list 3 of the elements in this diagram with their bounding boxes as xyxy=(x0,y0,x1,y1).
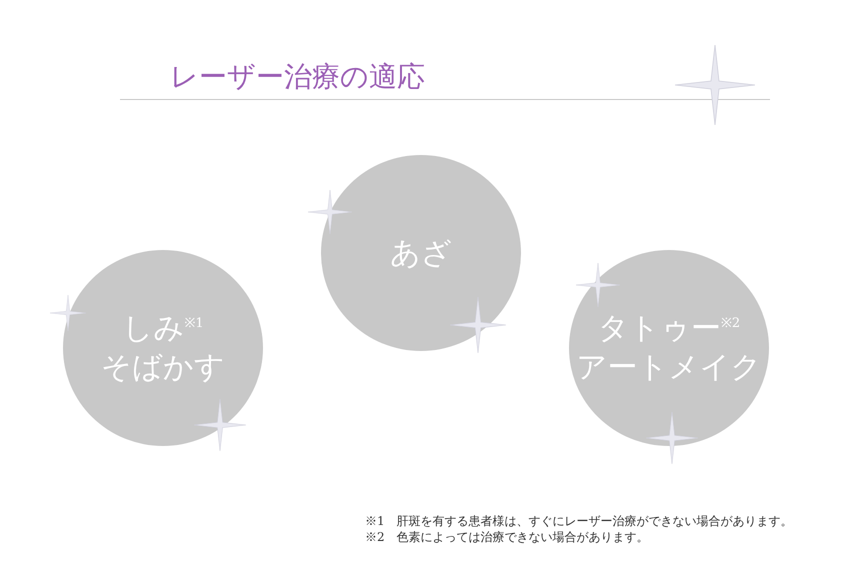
footnote: ※1 肝斑を有する患者様は、すぐにレーザー治療ができない場合があります。 xyxy=(365,513,793,530)
title: レーザー治療の適応 xyxy=(170,59,425,95)
footnote: ※2 色素によっては治療できない場合があります。 xyxy=(365,529,649,546)
